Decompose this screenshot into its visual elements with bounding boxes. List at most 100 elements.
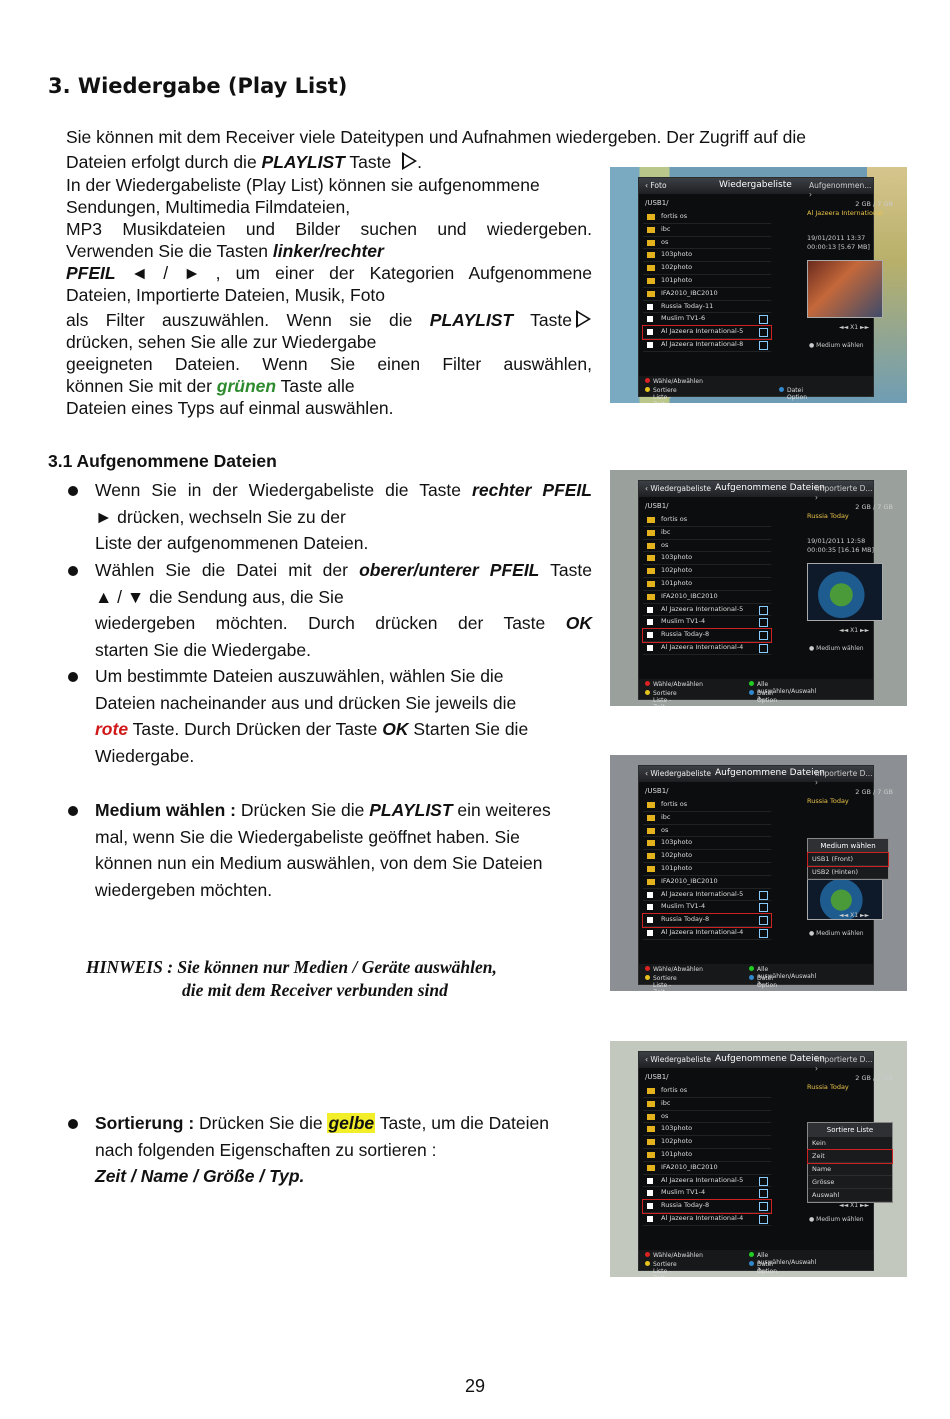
playback-speed: ◄◄ X1 ►► <box>839 912 870 919</box>
file-name: Russia Today-11 <box>661 301 714 310</box>
intro-line: drücken, sehen Sie alle zur Wiedergabe <box>66 332 377 352</box>
intro-line: MP3 Musikdateien und Bilder suchen und w… <box>66 219 592 239</box>
folder-icon <box>647 239 655 246</box>
file-name: os <box>661 237 669 246</box>
bullet-dot <box>68 566 78 576</box>
popup-title: Sortiere Liste <box>808 1123 892 1137</box>
checkbox-icon <box>647 632 653 639</box>
play-triangle-icon <box>402 152 418 170</box>
checkbox-icon <box>647 1203 653 1210</box>
intro-line: Verwenden Sie die Tasten linker/rechter <box>66 240 384 262</box>
list-item: Muslim TV1-4 <box>643 616 771 630</box>
osd-title: Wiedergabeliste <box>719 180 792 190</box>
folder-icon <box>647 517 655 523</box>
file-name: 102photo <box>661 1137 693 1146</box>
text: Starten Sie die <box>408 719 529 739</box>
channel-name: Russia Today <box>807 797 849 805</box>
popup-item-selected[interactable]: Zeit <box>807 1149 893 1164</box>
file-name: os <box>661 1111 669 1120</box>
channel-name: Russia Today <box>807 1083 849 1091</box>
red-dot-icon <box>645 966 650 971</box>
text: können Sie mit der <box>66 376 217 396</box>
file-name: Al Jazeera International-4 <box>661 1213 744 1222</box>
list-item: 101photo <box>643 578 771 591</box>
osd-panel: ‹ Wiedergabeliste Aufgenommene Dateien I… <box>638 480 893 706</box>
red-dot-icon <box>645 1252 650 1257</box>
record-duration: 00:00:35 [16.16 MB] <box>807 546 875 554</box>
screenshot-recorded-files: ‹ Wiedergabeliste Aufgenommene Dateien I… <box>610 470 907 706</box>
key-name: OK <box>565 613 592 633</box>
file-name: Al Jazeera International-8 <box>661 339 744 348</box>
popup-item[interactable]: Grösse <box>808 1176 892 1189</box>
intro-line: In der Wiedergabeliste (Play List) könne… <box>66 175 540 195</box>
intro-line: können Sie mit der grünen Taste alle <box>66 375 355 397</box>
green-dot-icon <box>749 1252 754 1257</box>
list-item: ibc <box>643 224 771 237</box>
file-name: IFA2010_IBC2010 <box>661 876 718 885</box>
file-name: Al Jazeera International-5 <box>661 327 744 336</box>
checkbox-icon <box>647 1190 653 1197</box>
list-item: fortis os <box>643 799 771 812</box>
yellow-dot-icon <box>645 387 650 392</box>
osd-panel: ‹ Wiedergabeliste Aufgenommene Dateien I… <box>638 765 893 991</box>
popup-item[interactable]: Auswahl <box>808 1189 892 1202</box>
list-item: 101photo <box>643 1149 771 1162</box>
channel-name: Russia Today <box>807 512 849 520</box>
list-item-selected: Al Jazeera International-5 <box>642 325 772 340</box>
bullet-dot <box>68 486 78 496</box>
file-name: Russia Today-8 <box>661 1201 710 1210</box>
intro-line: Dateien, Importierte Dateien, Musik, Fot… <box>66 285 386 305</box>
bullet-item: Wählen Sie die Datei mit der oberer/unte… <box>95 557 592 663</box>
text: Taste, um die Dateien <box>375 1113 549 1133</box>
record-icon <box>759 1214 768 1224</box>
text: ► drücken, wechseln Sie zu der <box>95 506 346 527</box>
blue-dot-icon <box>749 975 754 980</box>
list-item: Muslim TV1-4 <box>643 901 771 915</box>
list-item: 102photo <box>643 262 771 275</box>
folder-icon <box>647 802 655 808</box>
text: Taste <box>344 152 397 172</box>
list-item: os <box>643 237 771 250</box>
osd-file-list: fortis os ibc os 103photo 102photo 101ph… <box>642 514 772 655</box>
file-name: Muslim TV1-4 <box>661 617 706 626</box>
file-name: Russia Today-8 <box>661 915 710 924</box>
popup-item[interactable]: USB2 (Hinten) <box>808 866 888 879</box>
checkbox-icon <box>647 644 653 651</box>
popup-item[interactable]: Kein <box>808 1137 892 1150</box>
footer-label: Alle auswählen/Auswahl a... <box>757 966 817 987</box>
list-item: Al Jazeera International-5 <box>643 1175 771 1188</box>
folder-icon <box>647 1151 655 1158</box>
osd-title: Aufgenommene Dateien <box>715 1054 825 1064</box>
file-name: Al Jazeera International-4 <box>661 642 744 651</box>
file-name: Al Jazeera International-5 <box>661 604 744 613</box>
list-item-selected: Russia Today-8 <box>642 1199 772 1214</box>
file-name: 101photo <box>661 578 693 587</box>
file-name: IFA2010_IBC2010 <box>661 1162 718 1171</box>
record-icon <box>759 340 768 350</box>
footer-label: Wähle/Abwählen <box>653 681 703 688</box>
list-item: 103photo <box>643 249 771 263</box>
intro-line: Dateien eines Typs auf einmal auswählen. <box>66 398 394 418</box>
text: mal, wenn Sie die Wiedergabeliste geöffn… <box>95 826 520 847</box>
file-name: ibc <box>661 527 671 536</box>
list-item: Al Jazeera International-5 <box>643 604 771 617</box>
bullet-item: Sortierung : Drücken Sie die gelbe Taste… <box>95 1110 592 1190</box>
record-duration: 00:00:13 [5.67 MB] <box>807 243 870 251</box>
checkbox-icon <box>647 929 653 936</box>
osd-info: 2 GB / 7 GB Russia Today <box>807 1074 893 1092</box>
text: Wiedergabe. <box>95 745 195 766</box>
checkbox-icon <box>647 917 653 924</box>
osd-footer: Wähle/Abwählen Sortiere Liste - Zeit All… <box>639 1250 873 1277</box>
text: wiedergeben möchten. Durch drücken der T… <box>95 613 566 633</box>
record-date: 19/01/2011 12:58 <box>807 537 866 545</box>
list-item: os <box>643 825 771 838</box>
section-heading: 3.1 Aufgenommene Dateien <box>48 451 277 471</box>
popup-item[interactable]: Name <box>808 1163 892 1176</box>
file-name: Al Jazeera International-5 <box>661 889 744 898</box>
osd-file-list: fortis os ibc os 103photo 102photo 101ph… <box>642 799 772 940</box>
popup-item-selected[interactable]: USB1 (Front) <box>807 852 889 867</box>
record-date: 19/01/2011 13:37 <box>807 234 866 242</box>
file-name: os <box>661 825 669 834</box>
file-name: 103photo <box>661 1124 693 1133</box>
intro-line: PFEIL ◄ / ► , um einer der Kategorien Au… <box>66 262 592 284</box>
